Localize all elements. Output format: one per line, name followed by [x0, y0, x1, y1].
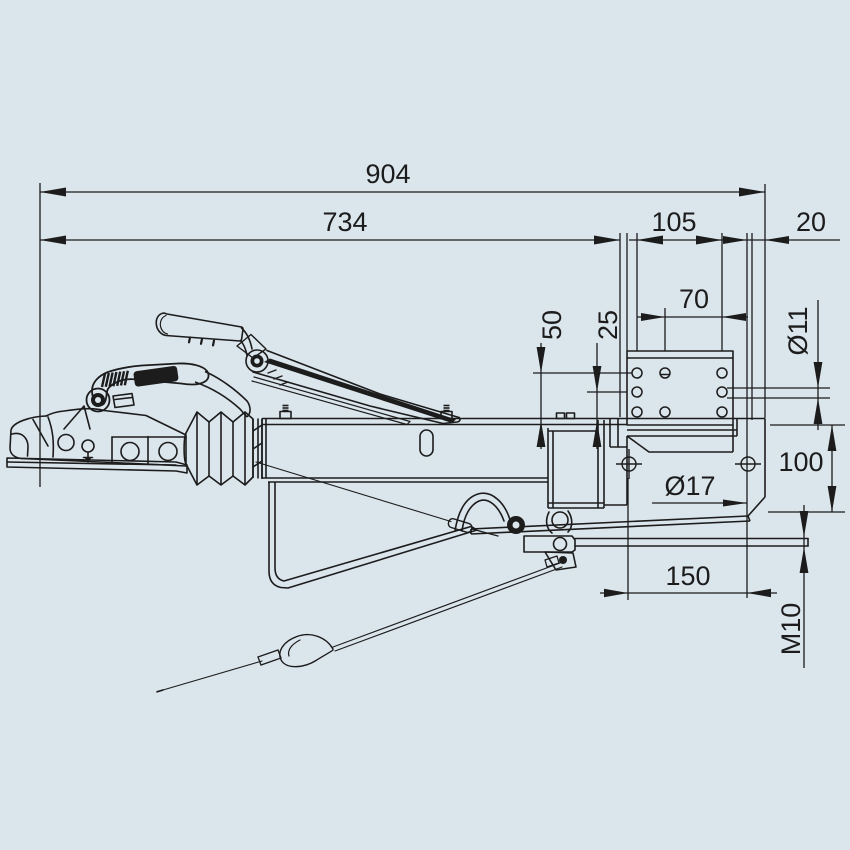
dimension-labels: 904 734 105 20 70 50 25 Ø11 Ø17 100 150 …: [322, 159, 826, 655]
breakaway-cable: [156, 562, 563, 693]
dim-50-label: 50: [537, 310, 567, 340]
dim-25-label: 25: [593, 310, 623, 340]
dim-o11-label: Ø11: [783, 306, 813, 355]
dim-70-label: 70: [679, 284, 709, 314]
ratchet-ticks: [267, 369, 289, 386]
dim-105-label: 105: [651, 207, 696, 237]
dim-150-label: 150: [665, 561, 710, 591]
dim-o17-label: Ø17: [664, 471, 715, 501]
handbrake-lever: [155, 312, 461, 426]
plate-holes: [631, 367, 728, 418]
dim-904-label: 904: [365, 159, 410, 189]
transmission-lever: [454, 492, 809, 571]
dim-100-label: 100: [778, 447, 823, 477]
mounting-plate: [626, 350, 737, 453]
coupling-handle: AL-KO: [85, 362, 251, 418]
coupling-head: [6, 392, 188, 474]
brand-badge: AL-KO: [133, 365, 179, 387]
top-bolt-front: [279, 404, 292, 420]
o17-hole-left: [616, 449, 642, 479]
dimension-arrowheads: [40, 187, 837, 598]
dim-20-label: 20: [796, 207, 826, 237]
bellows: [183, 411, 263, 486]
brand-label: AL-KO: [138, 370, 173, 386]
handle-ribs: [100, 370, 129, 388]
dim-m10-label: M10: [776, 603, 806, 656]
handbrake-cable: [255, 461, 499, 537]
dim-734-label: 734: [322, 207, 367, 237]
o17-hole-right: [735, 456, 761, 472]
grip-ticks: [187, 336, 216, 347]
